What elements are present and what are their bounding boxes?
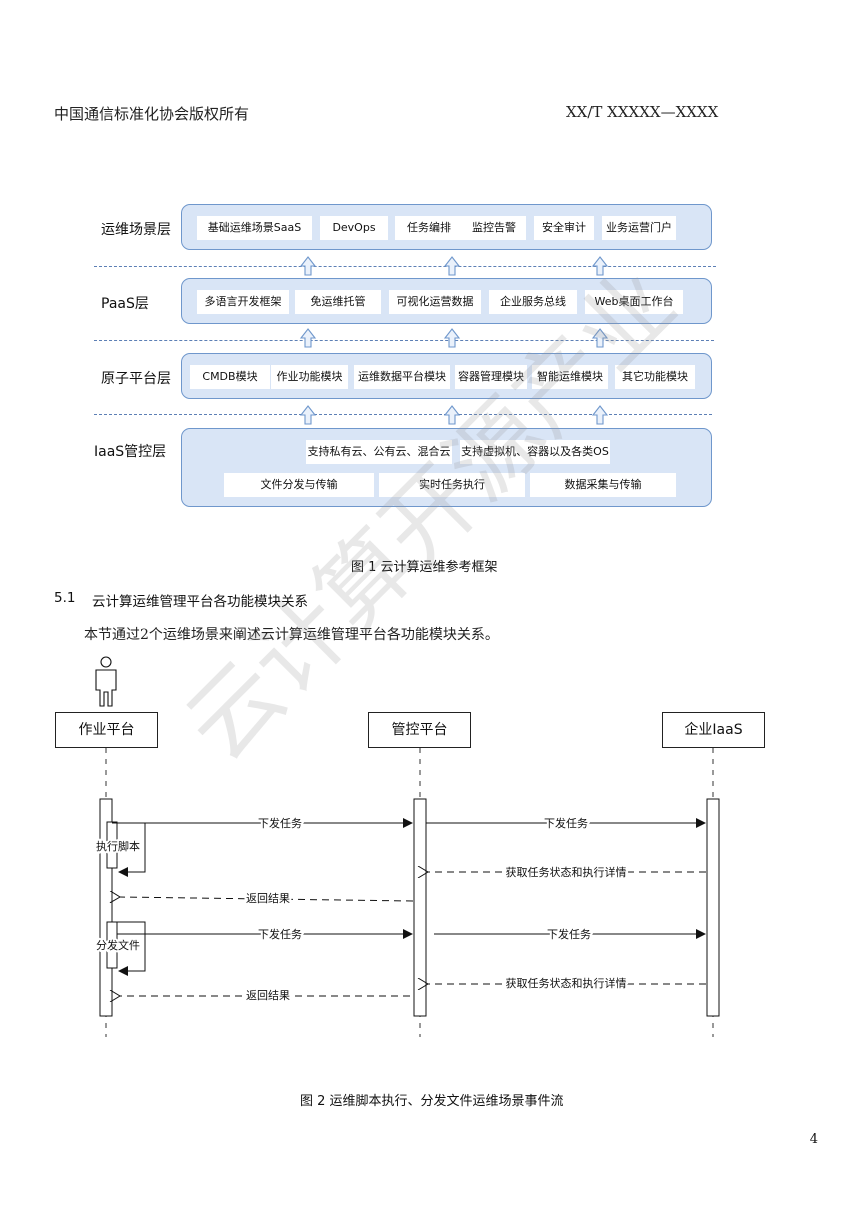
module-box: 支持虚拟机、容器以及各类OS — [460, 440, 610, 464]
page-number: 4 — [809, 1132, 818, 1147]
module-box: 安全审计 — [534, 216, 594, 240]
layer-label-iaas: IaaS管控层 — [94, 444, 167, 460]
section-number: 5.1 — [54, 590, 76, 606]
module-box: 运维数据平台模块 — [354, 365, 450, 389]
module-box: 业务运营门户 — [602, 216, 676, 240]
body-paragraph: 本节通过2个运维场景来阐述云计算运维管理平台各功能模块关系。 — [84, 627, 499, 643]
figure-2-caption: 图 2 运维脚本执行、分发文件运维场景事件流 — [300, 1094, 564, 1109]
layer-divider — [94, 266, 716, 267]
module-box: Web桌面工作台 — [585, 290, 683, 314]
message-label: 获取任务状态和执行详情 — [506, 976, 627, 990]
up-arrow-icon — [444, 256, 460, 276]
up-arrow-icon — [300, 405, 316, 425]
message-label: 获取任务状态和执行详情 — [506, 865, 627, 879]
module-box: 实时任务执行 — [379, 473, 525, 497]
up-arrow-icon — [444, 328, 460, 348]
activation-bar — [106, 821, 118, 869]
message-label: 下发任务 — [547, 927, 591, 941]
layer-divider — [94, 414, 712, 415]
up-arrow-icon — [300, 328, 316, 348]
module-box: 可视化运营数据 — [389, 290, 481, 314]
layer-label-atomic: 原子平台层 — [101, 371, 171, 387]
module-box: 免运维托管 — [295, 290, 381, 314]
layer-divider — [94, 340, 714, 341]
module-box: 文件分发与传输 — [224, 473, 374, 497]
layer-label-paas: PaaS层 — [101, 296, 149, 312]
module-box: 任务编排 — [395, 216, 463, 240]
message-label: 返回结果 — [246, 989, 290, 1002]
module-box: 数据采集与传输 — [530, 473, 676, 497]
module-box: 企业服务总线 — [489, 290, 577, 314]
header-left: 中国通信标准化协会版权所有 — [54, 105, 250, 123]
sequence-diagram: 下发任务 下发任务 执行脚本 获取任务状态和执行详情 返回结果 下发任务 下发任… — [94, 656, 720, 1037]
module-box: 其它功能模块 — [615, 365, 695, 389]
up-arrow-icon — [300, 256, 316, 276]
actor-job-platform: 作业平台 — [55, 712, 158, 748]
section-title: 云计算运维管理平台各功能模块关系 — [92, 594, 308, 610]
module-box: 多语言开发框架 — [197, 290, 289, 314]
figure-1-caption: 图 1 云计算运维参考框架 — [351, 560, 498, 575]
message-label: 分发文件 — [96, 938, 140, 952]
module-box: 容器管理模块 — [455, 365, 527, 389]
module-box: 智能运维模块 — [532, 365, 608, 389]
layer-box-atomic: CMDB模块 作业功能模块 运维数据平台模块 容器管理模块 智能运维模块 其它功… — [181, 353, 712, 399]
header-right: XX/T XXXXX—XXXX — [566, 103, 719, 121]
module-box: DevOps — [320, 216, 388, 240]
activation-bar — [706, 798, 720, 1017]
module-box: 支持私有云、公有云、混合云 — [306, 440, 452, 464]
layer-box-iaas: 支持私有云、公有云、混合云 支持虚拟机、容器以及各类OS 文件分发与传输 实时任… — [181, 428, 712, 507]
message-label: 下发任务 — [258, 816, 302, 830]
layer-box-paas: 多语言开发框架 免运维托管 可视化运营数据 企业服务总线 Web桌面工作台 — [181, 278, 712, 324]
user-figure-icon — [95, 656, 117, 707]
module-box: 监控告警 — [462, 216, 526, 240]
message-label: 执行脚本 — [96, 839, 140, 853]
layer-box-scenario: 基础运维场景SaaS DevOps 任务编排 监控告警 安全审计 业务运营门户 — [181, 204, 712, 250]
actor-iaas: 企业IaaS — [662, 712, 765, 748]
message-label: 返回结果 — [246, 892, 290, 905]
message-arrow — [120, 897, 414, 901]
layer-label-scenario: 运维场景层 — [101, 222, 171, 238]
activation-bar — [413, 798, 427, 1017]
module-box: 作业功能模块 — [271, 365, 348, 389]
actor-control-platform: 管控平台 — [368, 712, 471, 748]
self-message-arrow — [112, 822, 146, 877]
message-label: 下发任务 — [258, 927, 302, 941]
module-box: 基础运维场景SaaS — [197, 216, 312, 240]
module-box: CMDB模块 — [190, 365, 270, 389]
self-message-arrow — [112, 921, 146, 976]
message-label: 下发任务 — [544, 816, 588, 830]
